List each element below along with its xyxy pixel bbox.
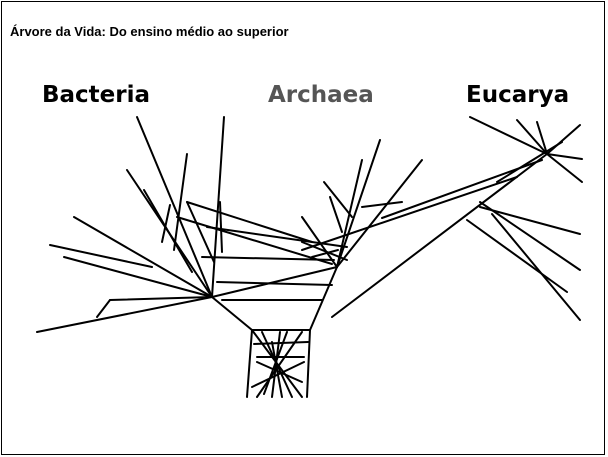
label-eucarya: Eucarya bbox=[466, 82, 570, 108]
label-archaea: Archaea bbox=[268, 82, 374, 108]
branch-archaea-5 bbox=[323, 181, 353, 218]
branch-archaea-8 bbox=[311, 249, 339, 258]
link-2 bbox=[176, 216, 333, 265]
slide-title: Árvore da Vida: Do ensino médio ao super… bbox=[10, 24, 289, 39]
branch-bacteria-10 bbox=[96, 299, 111, 318]
branch-eucarya-12 bbox=[466, 219, 568, 293]
branch-eucarya-3 bbox=[516, 119, 548, 155]
branch-archaea-7 bbox=[301, 241, 348, 261]
branch-eucarya-4 bbox=[536, 121, 548, 155]
trunk-x-2 bbox=[256, 331, 303, 398]
branch-bacteria-2 bbox=[63, 256, 213, 298]
label-bacteria: Bacteria bbox=[42, 82, 151, 108]
branch-archaea-6 bbox=[361, 201, 403, 208]
branch-eucarya-9 bbox=[479, 201, 581, 271]
trunk-x-5 bbox=[256, 361, 303, 383]
branch-eucarya-8 bbox=[301, 176, 518, 251]
trunk-shoulder-r bbox=[309, 266, 338, 331]
branch-bacteria-8 bbox=[49, 244, 153, 268]
branch-eucarya-2 bbox=[469, 116, 548, 155]
branch-eucarya-11 bbox=[491, 213, 581, 321]
branch-archaea-4 bbox=[329, 196, 343, 233]
link-1 bbox=[186, 201, 313, 243]
branch-bacteria-7 bbox=[161, 204, 171, 243]
branch-archaea-2 bbox=[336, 139, 381, 268]
branch-bacteria-6 bbox=[173, 153, 188, 251]
branch-bacteria-3 bbox=[73, 216, 213, 298]
branch-bacteria-9 bbox=[36, 296, 213, 333]
branch-bacteria-12 bbox=[186, 201, 215, 263]
branch-bacteria-13 bbox=[219, 201, 223, 253]
link-6 bbox=[201, 256, 335, 261]
trunk-left-1 bbox=[246, 329, 253, 398]
trunk-x-7 bbox=[271, 341, 283, 398]
branch-bacteria-main bbox=[136, 116, 213, 298]
branch-eucarya-6 bbox=[546, 153, 583, 183]
trunk-x-8 bbox=[271, 331, 281, 398]
branch-eucarya-13 bbox=[496, 141, 563, 183]
branch-archaea-main bbox=[301, 216, 338, 268]
branch-archaea-3 bbox=[336, 159, 423, 268]
trunk-shoulder-l bbox=[211, 296, 253, 331]
branch-bacteria-1 bbox=[211, 116, 225, 298]
link-4 bbox=[216, 281, 333, 286]
branch-eucarya-main bbox=[331, 153, 548, 318]
branch-bacteria-5 bbox=[143, 189, 193, 273]
branch-eucarya-1 bbox=[546, 124, 581, 155]
branch-bacteria-11 bbox=[109, 296, 213, 301]
trunk-top bbox=[211, 266, 338, 298]
trunk-right-1 bbox=[306, 329, 311, 398]
branch-eucarya-5 bbox=[546, 153, 583, 160]
branch-eucarya-10 bbox=[479, 206, 581, 235]
